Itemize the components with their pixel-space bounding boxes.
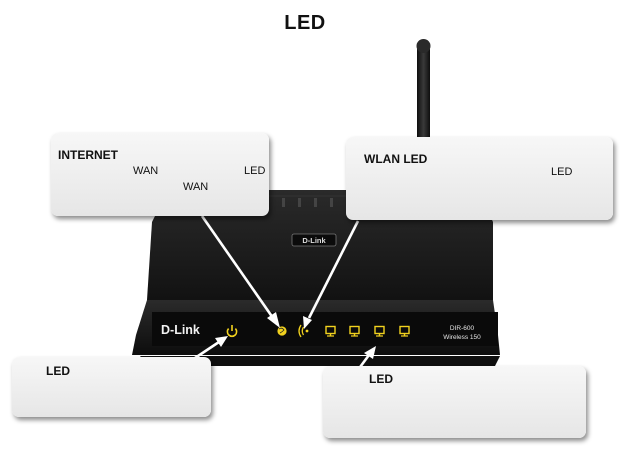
internet-arrow <box>200 215 280 328</box>
internet-callout-led-text: LED <box>244 165 266 177</box>
top-brand-badge: D-Link <box>291 233 337 247</box>
lan1-port-icon <box>325 325 336 337</box>
model-subtitle: Wireless 150 <box>443 334 481 341</box>
lan-led-callout-heading: LED <box>369 372 393 386</box>
top-badge-text: D-Link <box>302 236 326 245</box>
wlan-signal-icon <box>298 324 309 338</box>
model-label: DIR-600 <box>450 325 475 332</box>
power-led-callout-heading: LED <box>46 364 70 378</box>
page-title: LED <box>284 12 326 34</box>
wlan-arrow <box>303 220 360 329</box>
power-led-callout: LED <box>12 357 211 417</box>
lan2-port-icon <box>349 325 360 337</box>
wlan-callout-led-text: LED <box>551 166 573 178</box>
internet-callout: INTERNET WAN LED WAN <box>51 133 269 216</box>
wlan-callout-heading: WLAN LED <box>364 152 428 166</box>
internet-callout-wan-text-2: WAN <box>183 181 209 193</box>
front-brand-logo: D-Link <box>161 323 200 337</box>
lan3-port-icon <box>374 325 385 337</box>
internet-callout-heading: INTERNET <box>58 148 118 162</box>
lan-led-callout: LED <box>323 366 586 438</box>
internet-callout-wan-text: WAN <box>133 165 159 177</box>
power-icon <box>226 325 238 338</box>
wlan-callout: WLAN LED LED <box>346 137 613 220</box>
internet-globe-icon <box>277 326 287 336</box>
lan4-port-icon <box>399 325 410 337</box>
